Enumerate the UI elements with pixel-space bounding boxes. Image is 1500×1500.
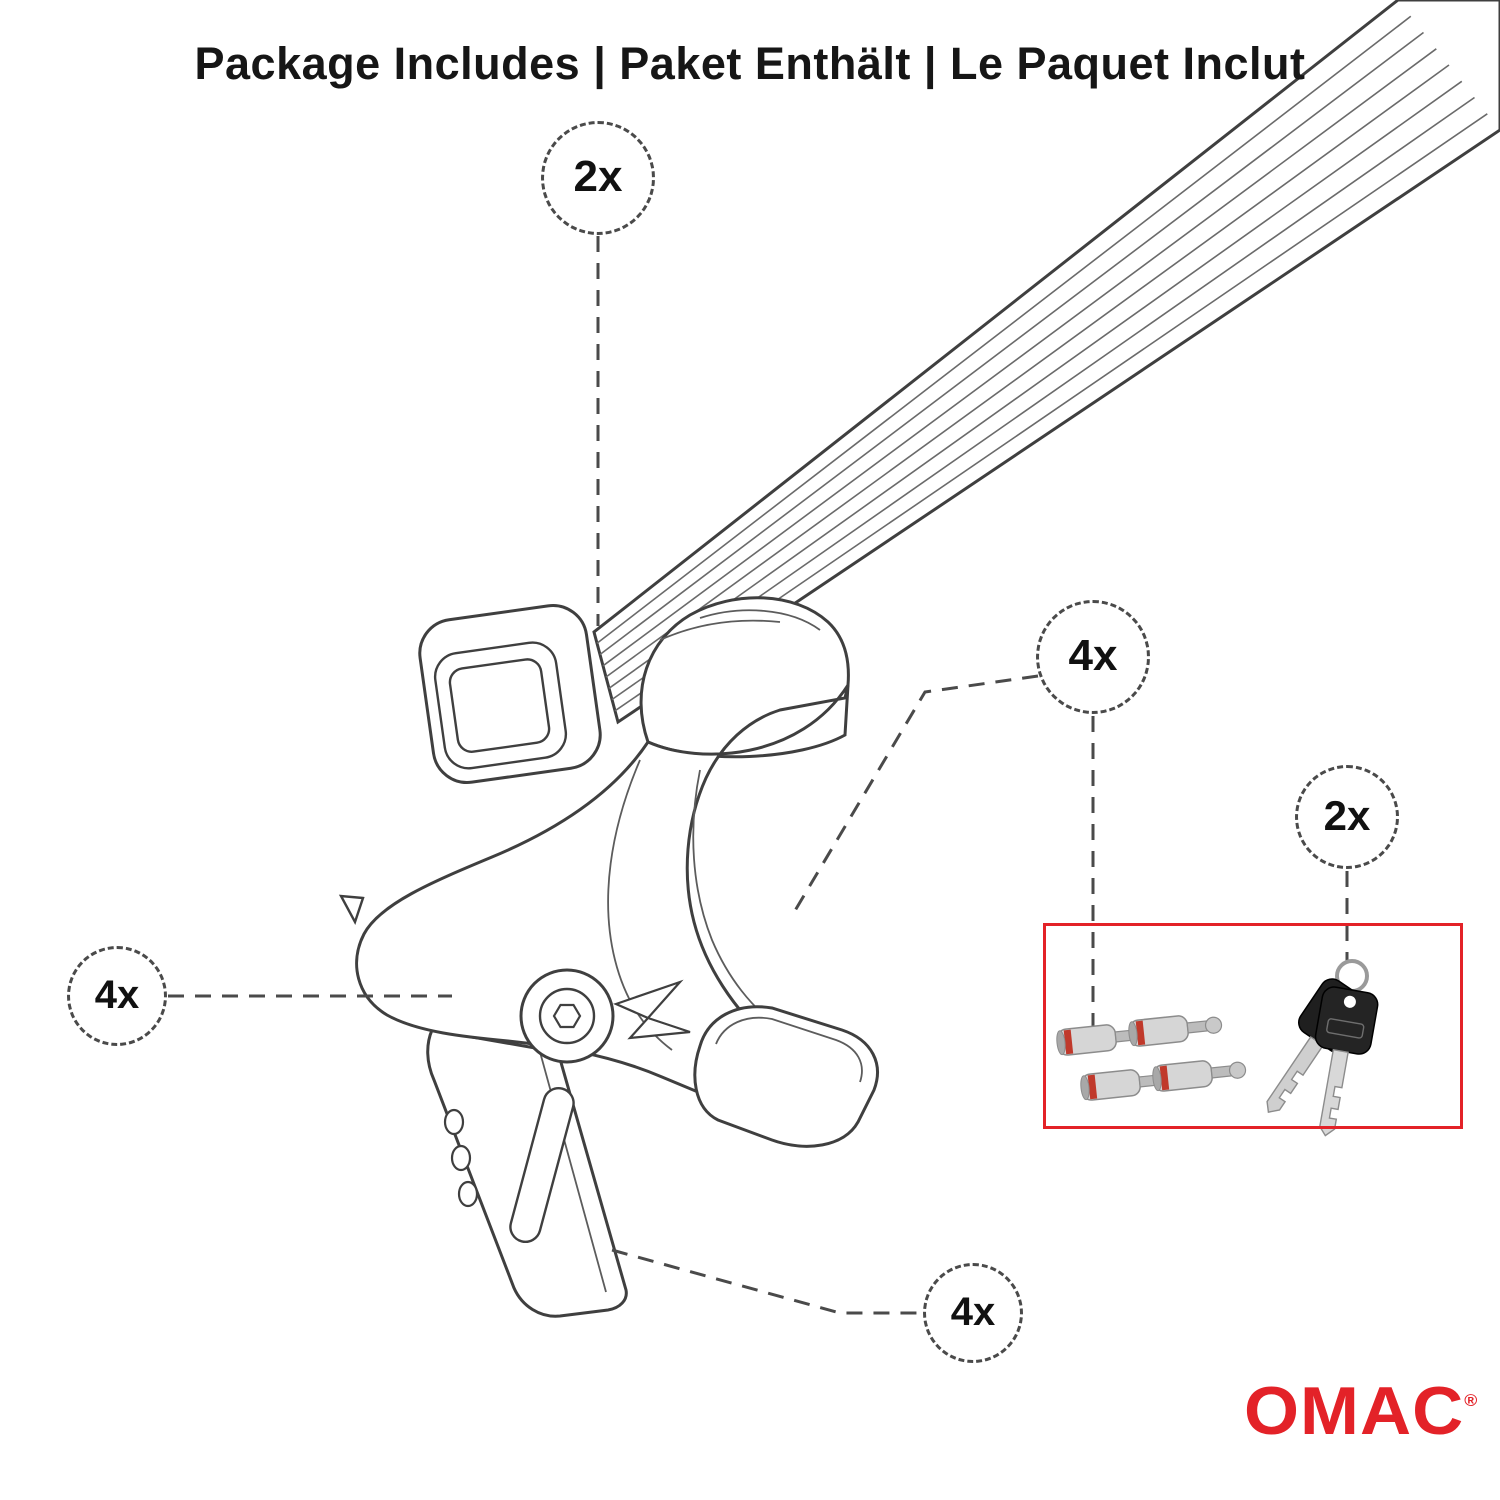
callout-crossbar-qty: 2x xyxy=(541,121,655,235)
callout-keys-qty: 2x xyxy=(1295,765,1399,869)
page-title: Package Includes | Paket Enthält | Le Pa… xyxy=(194,38,1306,89)
callout-keys-label: 2x xyxy=(1323,792,1371,839)
registered-trademark-symbol: ® xyxy=(1464,1391,1478,1410)
clamp-plate-drawing xyxy=(426,1028,628,1318)
leader-line-bolts-to-foot xyxy=(791,674,1039,915)
omac-logo-text: OMAC xyxy=(1244,1373,1465,1449)
omac-logo: OMAC® xyxy=(1244,1372,1494,1450)
callout-foot-qty: 4x xyxy=(67,946,167,1046)
callout-clamp-qty: 4x xyxy=(923,1263,1023,1363)
parts-box xyxy=(1043,923,1463,1129)
keys-image xyxy=(1266,959,1379,1137)
callout-crossbar-label: 2x xyxy=(573,152,623,201)
mounting-foot-drawing xyxy=(338,596,879,1148)
end-cap-drawing xyxy=(418,604,602,784)
callout-foot-label: 4x xyxy=(94,972,140,1017)
leader-line-clamp xyxy=(611,1248,922,1315)
callout-mount-bolts-label: 4x xyxy=(1068,631,1118,680)
callout-mount-bolts-qty: 4x xyxy=(1036,600,1150,714)
lock-cylinders-image xyxy=(1056,1015,1247,1101)
callout-clamp-label: 4x xyxy=(950,1289,996,1334)
